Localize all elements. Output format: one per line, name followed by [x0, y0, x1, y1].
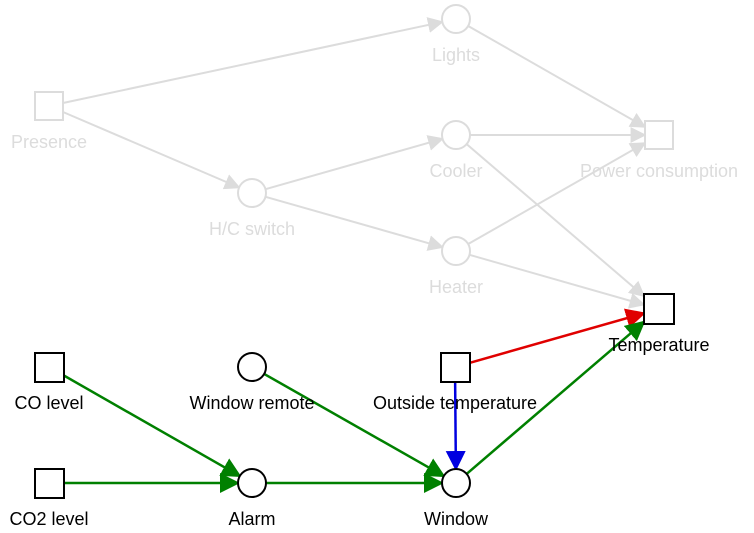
- edge-cooler-to-temperature: [465, 143, 646, 298]
- edge-heater-to-power: [467, 142, 647, 245]
- node-presence[interactable]: Presence: [11, 91, 87, 152]
- node-temperature-label: Temperature: [608, 335, 709, 355]
- node-hc-switch[interactable]: H/C switch: [209, 178, 295, 239]
- edge-outside-temperature-to-window: [445, 380, 466, 472]
- edge-lights-to-power: [467, 25, 647, 128]
- node-hc-switch-label: H/C switch: [209, 219, 295, 239]
- edges-layer: [62, 17, 647, 493]
- node-co-level[interactable]: CO level: [14, 352, 84, 413]
- node-temperature[interactable]: Temperature: [608, 293, 710, 355]
- edge-hc-switch-to-heater: [265, 195, 445, 251]
- edge-heater-to-temperature: [469, 253, 646, 309]
- node-cooler-label: Cooler: [429, 161, 482, 181]
- node-lights[interactable]: Lights: [432, 4, 480, 65]
- node-co-level-label: CO level: [14, 393, 83, 413]
- edge-presence-to-lights: [62, 17, 444, 104]
- node-window-remote-label: Window remote: [189, 393, 314, 413]
- node-power-consumption[interactable]: Power consumption: [580, 120, 738, 181]
- node-co2-level[interactable]: CO2 level: [9, 468, 89, 529]
- edge-presence-to-hc-switch: [62, 111, 241, 190]
- node-heater-label: Heater: [429, 277, 483, 297]
- node-outside-temperature-label: Outside temperature: [373, 393, 537, 413]
- node-alarm[interactable]: Alarm: [228, 468, 276, 529]
- node-window-remote[interactable]: Window remote: [189, 352, 315, 413]
- node-alarm-label: Alarm: [228, 509, 275, 529]
- edge-window-to-temperature: [465, 320, 646, 475]
- node-window[interactable]: Window: [424, 468, 489, 529]
- node-co2-level-label: CO2 level: [9, 509, 88, 529]
- node-power-consumption-label: Power consumption: [580, 161, 738, 181]
- node-lights-label: Lights: [432, 45, 480, 65]
- node-heater[interactable]: Heater: [429, 236, 483, 297]
- node-outside-temperature[interactable]: Outside temperature: [373, 352, 537, 413]
- node-cooler[interactable]: Cooler: [429, 120, 483, 181]
- node-window-label: Window: [424, 509, 489, 529]
- edge-window-remote-to-window: [263, 372, 446, 478]
- edge-hc-switch-to-cooler: [265, 135, 445, 191]
- edge-co-level-to-alarm: [62, 373, 242, 478]
- edge-outside-temperature-to-temperature: [468, 308, 646, 365]
- node-presence-label: Presence: [11, 132, 87, 152]
